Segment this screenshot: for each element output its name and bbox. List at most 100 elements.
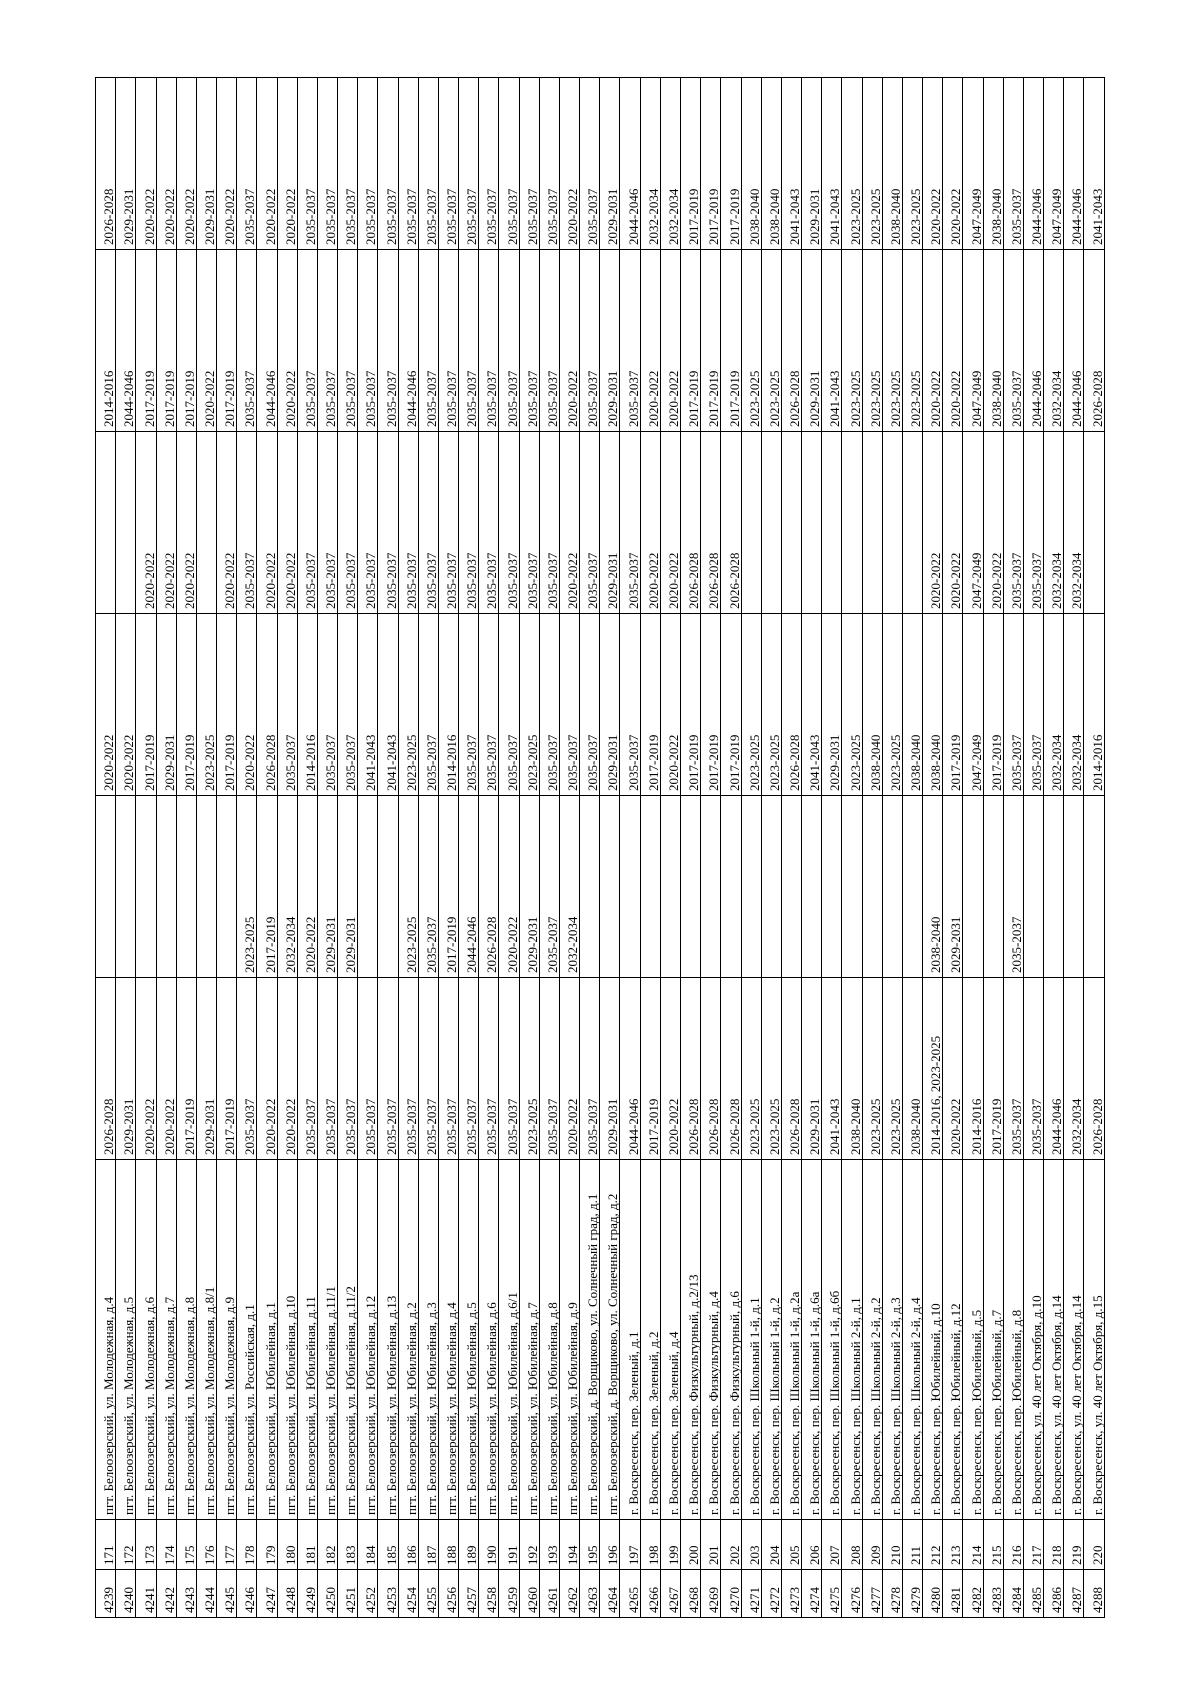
period-col-3-cell: 2017-2019	[720, 613, 741, 796]
period-col-5-cell: 2035-2037	[519, 249, 540, 432]
row-number-cell: 4247	[256, 1569, 278, 1618]
address-cell: пгт. Белоозерский, ул. Юбилейная, д.4	[438, 1159, 459, 1520]
local-number-cell: 180	[277, 1519, 298, 1570]
period-col-3-cell: 2035-2037	[498, 613, 520, 796]
local-number-cell: 184	[357, 1519, 378, 1570]
local-number-cell: 190	[478, 1519, 499, 1570]
period-col-1-cell: 2017-2019	[640, 977, 661, 1160]
period-col-3-cell: 2017-2019	[216, 613, 237, 796]
period-col-5-cell: 2029-2031	[801, 249, 822, 432]
local-number-cell: 218	[1043, 1519, 1064, 1570]
period-col-2-cell: 2017-2019	[438, 795, 459, 978]
local-number-cell: 176	[196, 1519, 217, 1570]
period-col-1-cell: 2026-2028	[1083, 977, 1105, 1160]
local-number-cell: 177	[216, 1519, 237, 1570]
period-col-1-cell: 2014-2016	[962, 977, 984, 1160]
period-col-1-cell: 2029-2031	[801, 977, 822, 1160]
period-col-4-cell: 2020-2022	[216, 431, 237, 614]
period-col-2-cell	[357, 795, 378, 978]
period-col-2-cell: 2023-2025	[236, 795, 257, 978]
period-col-2-cell	[700, 795, 721, 978]
period-col-3-cell: 2020-2022	[115, 613, 136, 796]
address-cell: г. Воскресенск, пер. Школьный 1-й, д.2а	[781, 1159, 802, 1520]
period-col-3-cell: 2017-2019	[176, 613, 197, 796]
period-col-2-cell	[1083, 795, 1105, 978]
period-col-5-cell: 2017-2019	[176, 249, 197, 432]
period-col-3-cell: 2014-2016	[438, 613, 459, 796]
period-col-5-cell: 2035-2037	[539, 249, 560, 432]
address-cell: г. Воскресенск, пер. Школьный 2-й, д.4	[902, 1159, 923, 1520]
row-number-cell: 4252	[357, 1569, 378, 1618]
period-col-4-cell	[841, 431, 863, 614]
row-number-cell: 4248	[277, 1569, 298, 1618]
address-cell: г. Воскресенск, пер. Школьный 2-й, д.2	[862, 1159, 883, 1520]
local-number-cell: 214	[962, 1519, 984, 1570]
period-col-5-cell: 2020-2022	[660, 249, 681, 432]
period-col-3-cell: 2014-2016	[297, 613, 318, 796]
period-col-3-cell: 2017-2019	[942, 613, 963, 796]
period-col-4-cell: 2020-2022	[156, 431, 177, 614]
address-cell: г. Воскресенск, пер. Школьный 1-й, д.1	[741, 1159, 762, 1520]
period-col-3-cell: 2023-2025	[882, 613, 903, 796]
row-number-cell: 4275	[821, 1569, 842, 1618]
period-col-2-cell	[882, 795, 903, 978]
local-number-cell: 192	[519, 1519, 540, 1570]
period-col-4-cell: 2035-2037	[619, 431, 641, 614]
period-col-5-cell: 2017-2019	[700, 249, 721, 432]
period-col-6-cell: 2035-2037	[478, 77, 499, 250]
row-number-cell: 4271	[741, 1569, 762, 1618]
row-number-cell: 4285	[1023, 1569, 1044, 1618]
period-col-5-cell: 2017-2019	[135, 249, 157, 432]
address-cell: г. Воскресенск, пер. Школьный 1-й, д.6б	[821, 1159, 842, 1520]
period-col-2-cell	[377, 795, 399, 978]
period-col-3-cell: 2029-2031	[156, 613, 177, 796]
period-col-6-cell: 2038-2040	[761, 77, 782, 250]
period-col-1-cell: 2026-2028	[720, 977, 741, 1160]
period-col-4-cell	[821, 431, 842, 614]
local-number-cell: 203	[741, 1519, 762, 1570]
period-col-4-cell: 2035-2037	[498, 431, 520, 614]
local-number-cell: 173	[135, 1519, 157, 1570]
period-col-6-cell: 2029-2031	[115, 77, 136, 250]
local-number-cell: 204	[761, 1519, 782, 1570]
address-cell: г. Воскресенск, пер. Школьный 2-й, д.1	[841, 1159, 863, 1520]
period-col-4-cell: 2020-2022	[559, 431, 580, 614]
row-number-cell: 4260	[519, 1569, 540, 1618]
local-number-cell: 202	[720, 1519, 741, 1570]
period-col-5-cell: 2020-2022	[559, 249, 580, 432]
period-col-4-cell: 2035-2037	[1023, 431, 1044, 614]
address-cell: пгт. Белоозерский, ул. Молодежная, д.8	[176, 1159, 197, 1520]
row-number-cell: 4266	[640, 1569, 661, 1618]
local-number-cell: 175	[176, 1519, 197, 1570]
row-number-cell: 4245	[216, 1569, 237, 1618]
period-col-2-cell: 2020-2022	[297, 795, 318, 978]
row-number-cell: 4276	[841, 1569, 863, 1618]
period-col-3-cell: 2026-2028	[256, 613, 278, 796]
period-col-4-cell: 2020-2022	[922, 431, 943, 614]
period-col-1-cell: 2020-2022	[660, 977, 681, 1160]
local-number-cell: 189	[458, 1519, 479, 1570]
row-number-cell: 4278	[882, 1569, 903, 1618]
row-number-cell: 4264	[599, 1569, 620, 1618]
address-cell: пгт. Белоозерский, ул. Юбилейная, д.6/1	[498, 1159, 520, 1520]
row-number-cell: 4241	[135, 1569, 157, 1618]
address-cell: пгт. Белоозерский, ул. Юбилейная, д.7	[519, 1159, 540, 1520]
period-col-6-cell: 2035-2037	[236, 77, 257, 250]
address-cell: г. Воскресенск, пер. Физкультурный, д.2/…	[680, 1159, 701, 1520]
period-col-4-cell	[1083, 431, 1105, 614]
period-col-5-cell: 2044-2046	[115, 249, 136, 432]
period-col-5-cell: 2044-2046	[256, 249, 278, 432]
